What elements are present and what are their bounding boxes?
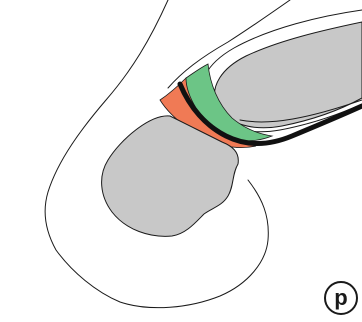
badge-letter: p <box>334 285 347 310</box>
right-bone-fill <box>214 22 362 128</box>
circled-letter-p-icon: p <box>325 282 357 314</box>
